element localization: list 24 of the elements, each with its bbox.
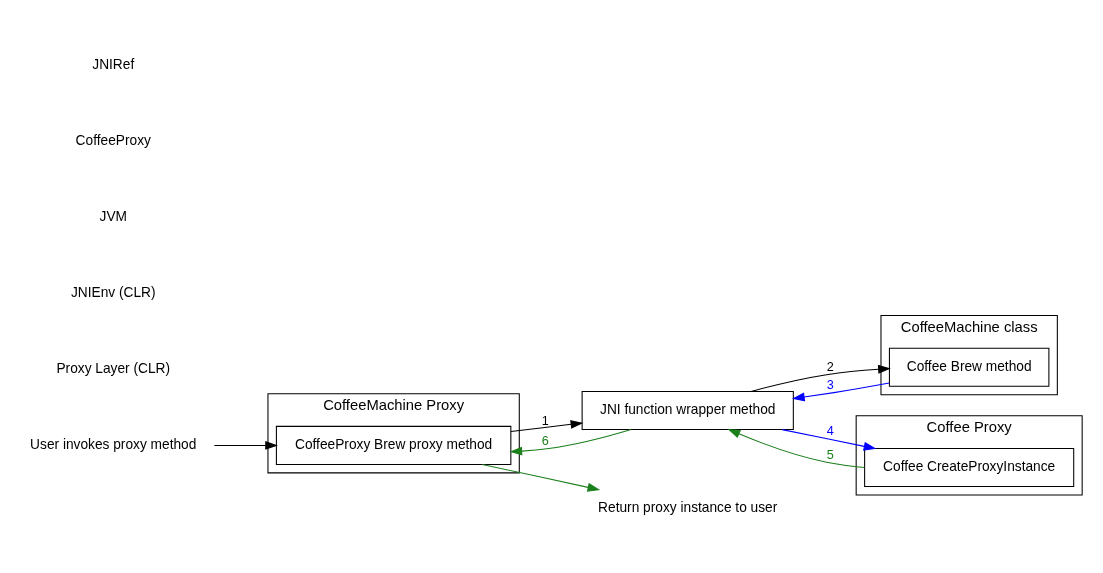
node-box: Coffee CreateProxyInstance xyxy=(864,447,1075,487)
node-text: User invokes proxy method xyxy=(30,436,197,452)
edge-label: 2 xyxy=(826,359,834,374)
arrow xyxy=(510,419,584,432)
node-box: CoffeeProxy Brew proxy method xyxy=(275,425,512,465)
arrow xyxy=(792,382,890,401)
arrow xyxy=(750,364,891,392)
arrow xyxy=(727,428,865,468)
label: JNIEnv (CLR) xyxy=(70,284,156,300)
node-box: Coffee Brew method xyxy=(888,347,1050,387)
node-text: Return proxy instance to user xyxy=(598,499,778,515)
arrow xyxy=(509,428,632,456)
label: CoffeeProxy xyxy=(75,132,151,148)
edge-label: 6 xyxy=(541,433,549,448)
label: Proxy Layer (CLR) xyxy=(56,360,171,376)
node-box: JNI function wrapper method xyxy=(581,390,794,430)
label: JNIRef xyxy=(92,56,135,72)
edge-label: 3 xyxy=(826,377,834,392)
label: JVM xyxy=(99,208,127,224)
edge-label: 1 xyxy=(541,413,549,428)
arrow xyxy=(213,440,278,450)
arrow xyxy=(781,428,877,451)
edge-label: 4 xyxy=(826,423,834,438)
edge-label: 5 xyxy=(826,447,834,462)
